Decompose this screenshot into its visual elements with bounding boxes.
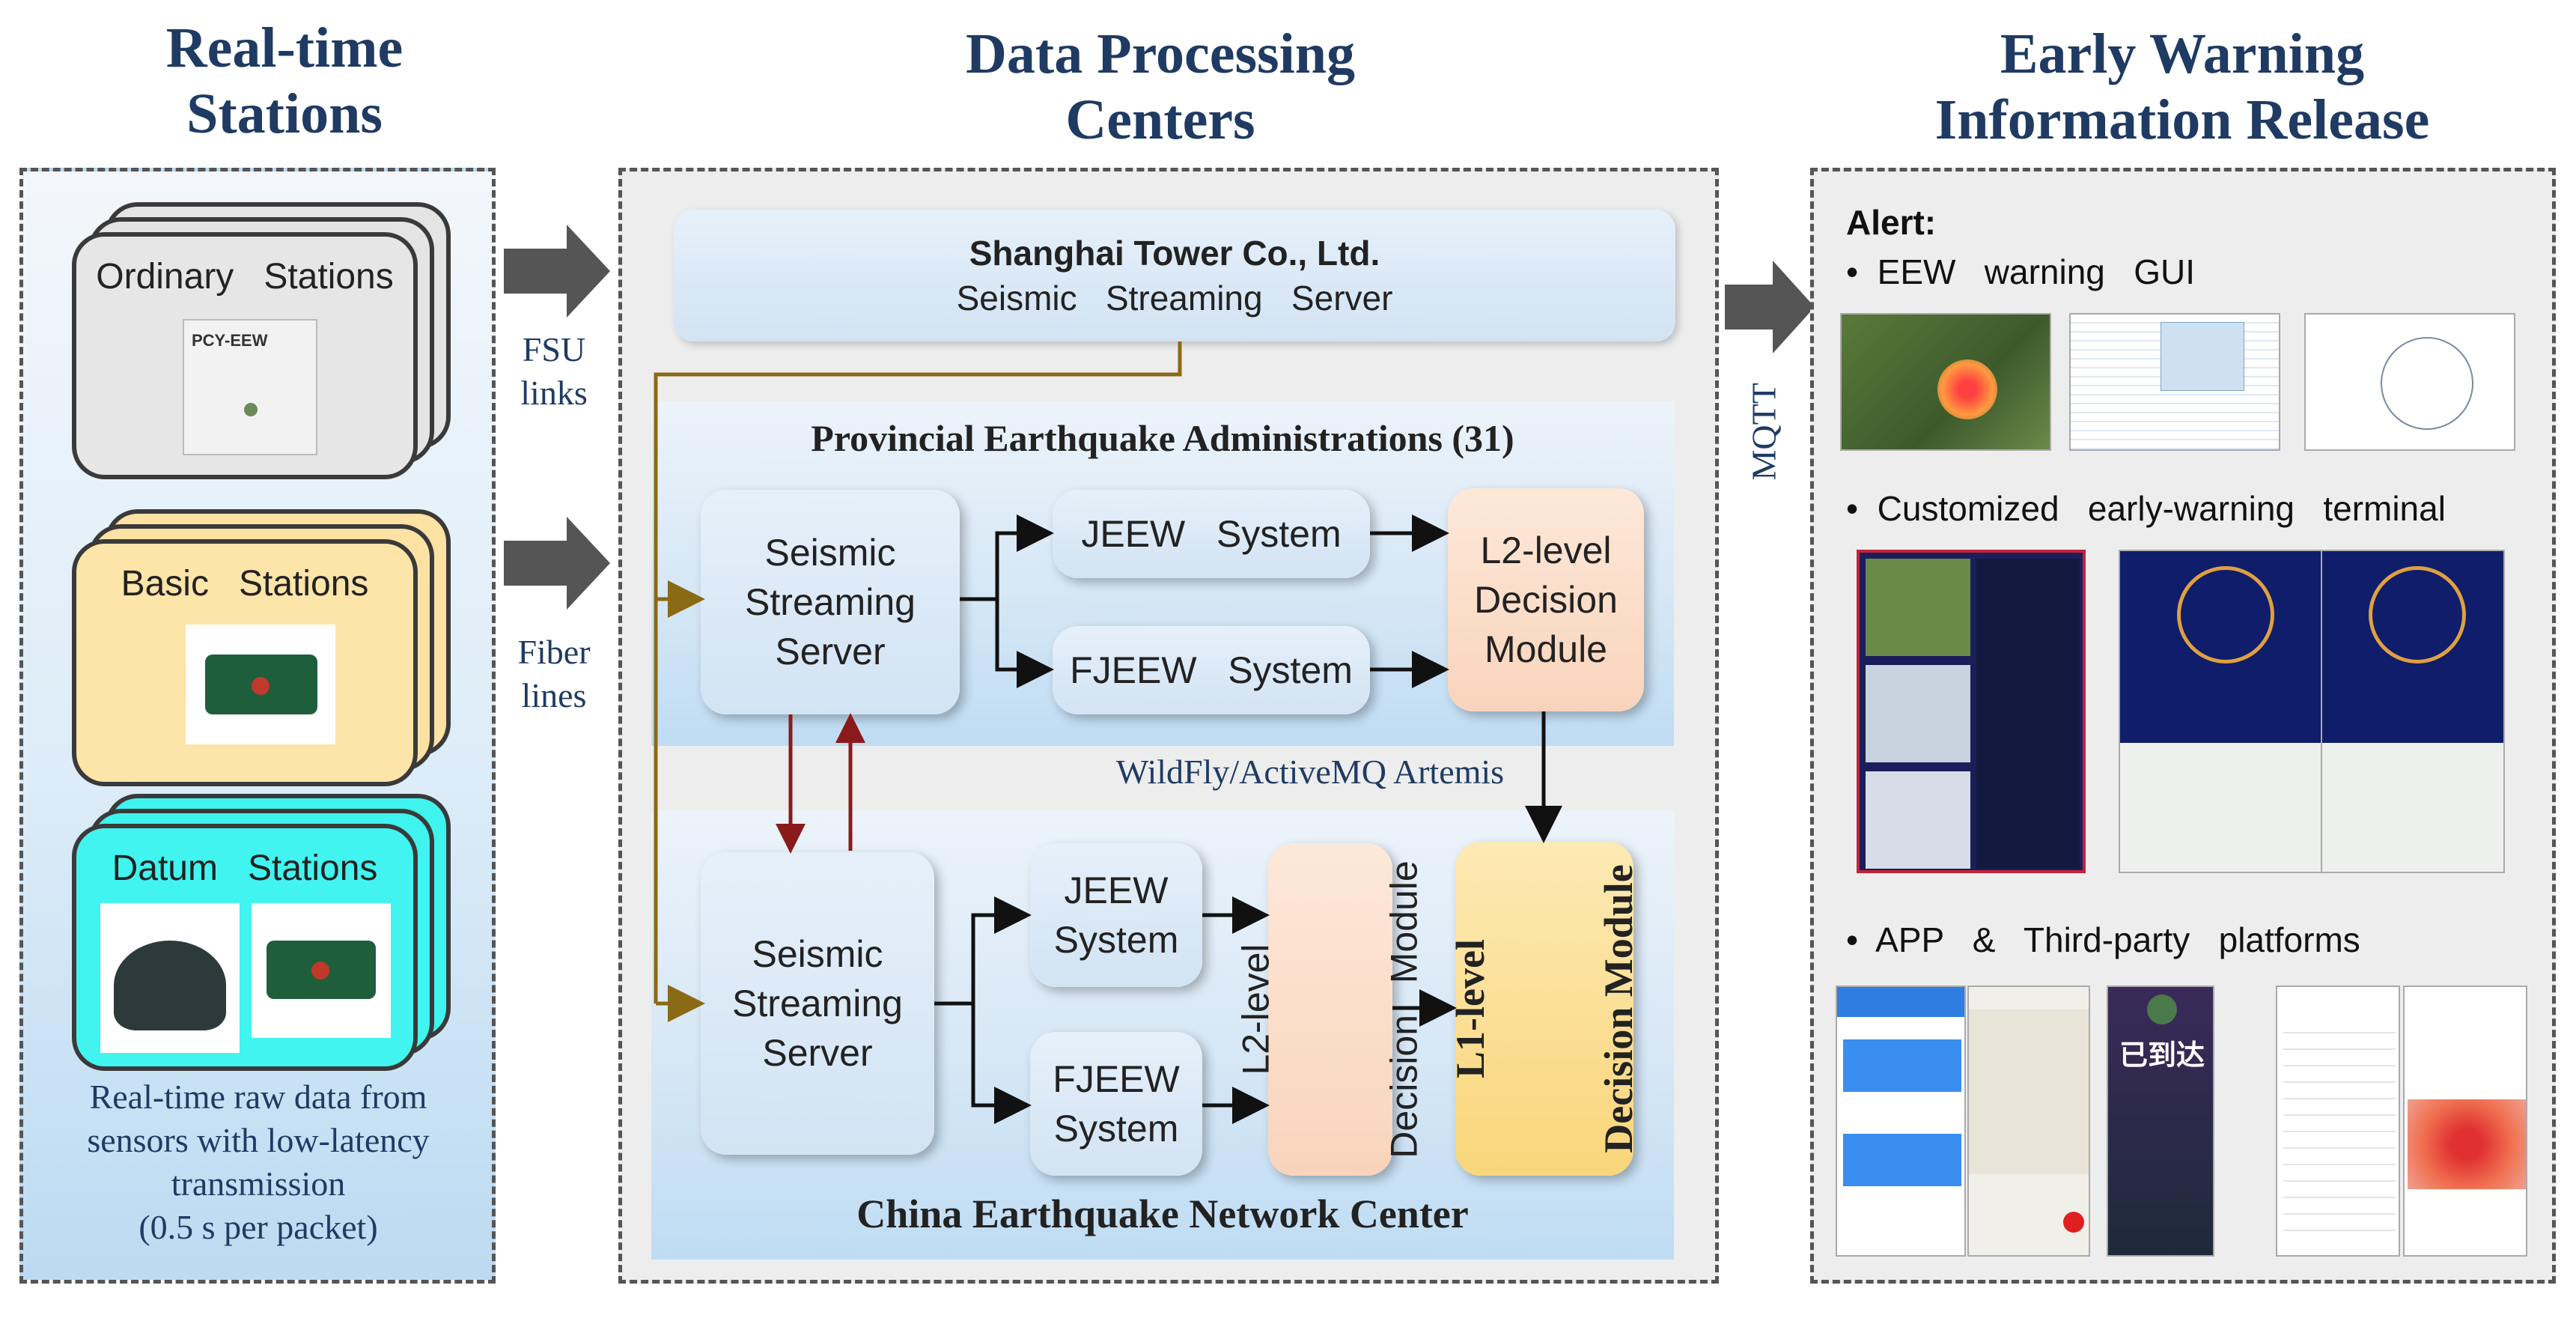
mqtt-label: MQTT — [1744, 383, 1783, 481]
prov-jeew-system: JEEW System — [1053, 490, 1370, 578]
ordinary-stations-label: Ordinary Stations — [96, 257, 394, 297]
datum-sensor-image-1 — [100, 903, 240, 1053]
cenc-seismic-server: Seismic Streaming Server — [701, 852, 934, 1155]
provincial-arrows — [960, 514, 1562, 843]
shanghai-tower-server: Shanghai Tower Co., Ltd. Seismic Streami… — [674, 210, 1675, 341]
app-screenshot-platform-2 — [2403, 986, 2527, 1257]
arrival-text: 已到达 — [2119, 1040, 2205, 1072]
terminal-map-area-2 — [2322, 743, 2503, 872]
app-screenshot-list — [1836, 986, 1966, 1257]
shanghai-tower-subtitle: Seismic Streaming Server — [956, 279, 1393, 318]
terminal-label: Customized early-warning terminal — [1877, 489, 2446, 528]
prov-fjeew-system: FJEEW System — [1053, 626, 1370, 714]
app-screenshot-arrival: 已到达 — [2107, 986, 2214, 1257]
app-list-card-1 — [1843, 1039, 1961, 1092]
gui-screenshot-map — [1840, 313, 2051, 451]
basic-stations-label: Basic Stations — [121, 564, 369, 604]
sensor-connector-icon — [252, 677, 270, 695]
server-sync-arrows — [776, 713, 865, 854]
cenc-fjeew-system: FJEEW System — [1030, 1032, 1202, 1176]
intensity-circle-icon — [1937, 359, 1997, 419]
platform-alert-circle-icon — [2408, 1099, 2526, 1189]
ordinary-stations-card: Ordinary Stations PCY-EEW — [72, 232, 418, 479]
app-screenshot-map — [1967, 986, 2090, 1257]
basic-sensor-image — [186, 625, 335, 744]
waveform-map-icon — [2161, 322, 2244, 391]
countdown-ring-icon-2 — [2369, 566, 2466, 664]
app-label: APP & Third-party platforms — [1875, 920, 2360, 959]
ordinary-device-label: PCY-EEW — [192, 331, 268, 350]
app-map-area — [1969, 1009, 2089, 1174]
platform-list-lines — [2283, 1017, 2396, 1242]
basic-stations-card: Basic Stations — [72, 539, 418, 786]
app-list-card-2 — [1843, 1134, 1961, 1186]
app-header-bar — [1837, 987, 1964, 1017]
device-led-icon — [244, 403, 258, 416]
app-bullet: • APP & Third-party platforms — [1846, 920, 2360, 959]
sensor-connector-icon-2 — [311, 962, 329, 980]
terminal-map-tile-3 — [1866, 771, 1970, 869]
gui-bullet: • EEW warning GUI — [1846, 252, 2196, 291]
gui-label: EEW warning GUI — [1877, 252, 2196, 291]
cenc-jeew-system: JEEW System — [1030, 843, 1202, 987]
provincial-title: Provincial Earthquake Administrations (3… — [811, 417, 1514, 459]
cenc-l1-decision-module: L1-level Decision Module — [1448, 842, 1641, 1176]
middleware-label: WildFly/ActiveMQ Artemis — [1115, 753, 1505, 791]
gui-screenshot-waveforms — [2069, 313, 2280, 451]
terminal-screenshot-3 — [2321, 550, 2505, 873]
centers-title: Data Processing Centers — [966, 22, 1355, 151]
terminal-screenshot-1 — [1857, 550, 2086, 873]
arrival-icon — [2147, 995, 2177, 1024]
datum-stations-label: Datum Stations — [112, 848, 378, 888]
prov-seismic-server: Seismic Streaming Server — [701, 490, 960, 714]
fsu-links-label: FSU links — [520, 330, 588, 412]
fiber-lines-label: Fiber lines — [517, 633, 591, 714]
terminal-map-tile-1 — [1866, 559, 1970, 656]
datum-stations-card: Datum Stations — [72, 824, 418, 1071]
cenc-title: China Earthquake Network Center — [856, 1191, 1469, 1236]
gui-screenshot-stations — [2304, 313, 2515, 451]
shanghai-tower-title: Shanghai Tower Co., Ltd. — [969, 234, 1380, 273]
broadband-sensor-icon — [114, 941, 226, 1030]
prov-l2-decision-module: L2-level Decision Module — [1448, 488, 1644, 711]
stations-title: Real-time Stations — [165, 16, 404, 145]
terminal-map-tile-2 — [1866, 665, 1970, 762]
countdown-ring-icon — [2177, 566, 2274, 664]
mqtt-arrow — [1725, 261, 1815, 353]
datum-sensor-image-2 — [252, 903, 391, 1038]
cenc-arrows — [934, 896, 1457, 1124]
ordinary-sensor-image: PCY-EEW — [183, 319, 317, 455]
gold-feed-lines — [654, 341, 1182, 1022]
mqtt-arrow-icon — [1725, 261, 1815, 353]
alert-heading: Alert: — [1846, 203, 1937, 242]
fsu-arrow-icon — [504, 225, 610, 318]
stations-caption: Real-time raw data from sensors with low… — [87, 1078, 430, 1246]
release-title: Early Warning Information Release — [1934, 22, 2430, 151]
terminal-screenshot-2 — [2119, 550, 2322, 873]
station-rings-icon — [2381, 337, 2473, 430]
terminal-map-area — [2120, 743, 2321, 872]
link-arrows-left — [504, 225, 610, 610]
app-screenshot-platform-1 — [2276, 986, 2400, 1257]
fiber-arrow-icon — [504, 517, 610, 610]
terminal-panel-tile — [1976, 559, 2080, 869]
cenc-l2-decision-module: L2-level Decision Module — [1235, 843, 1425, 1176]
app-map-pin-icon — [2063, 1212, 2084, 1233]
terminal-bullet: • Customized early-warning terminal — [1846, 489, 2446, 528]
